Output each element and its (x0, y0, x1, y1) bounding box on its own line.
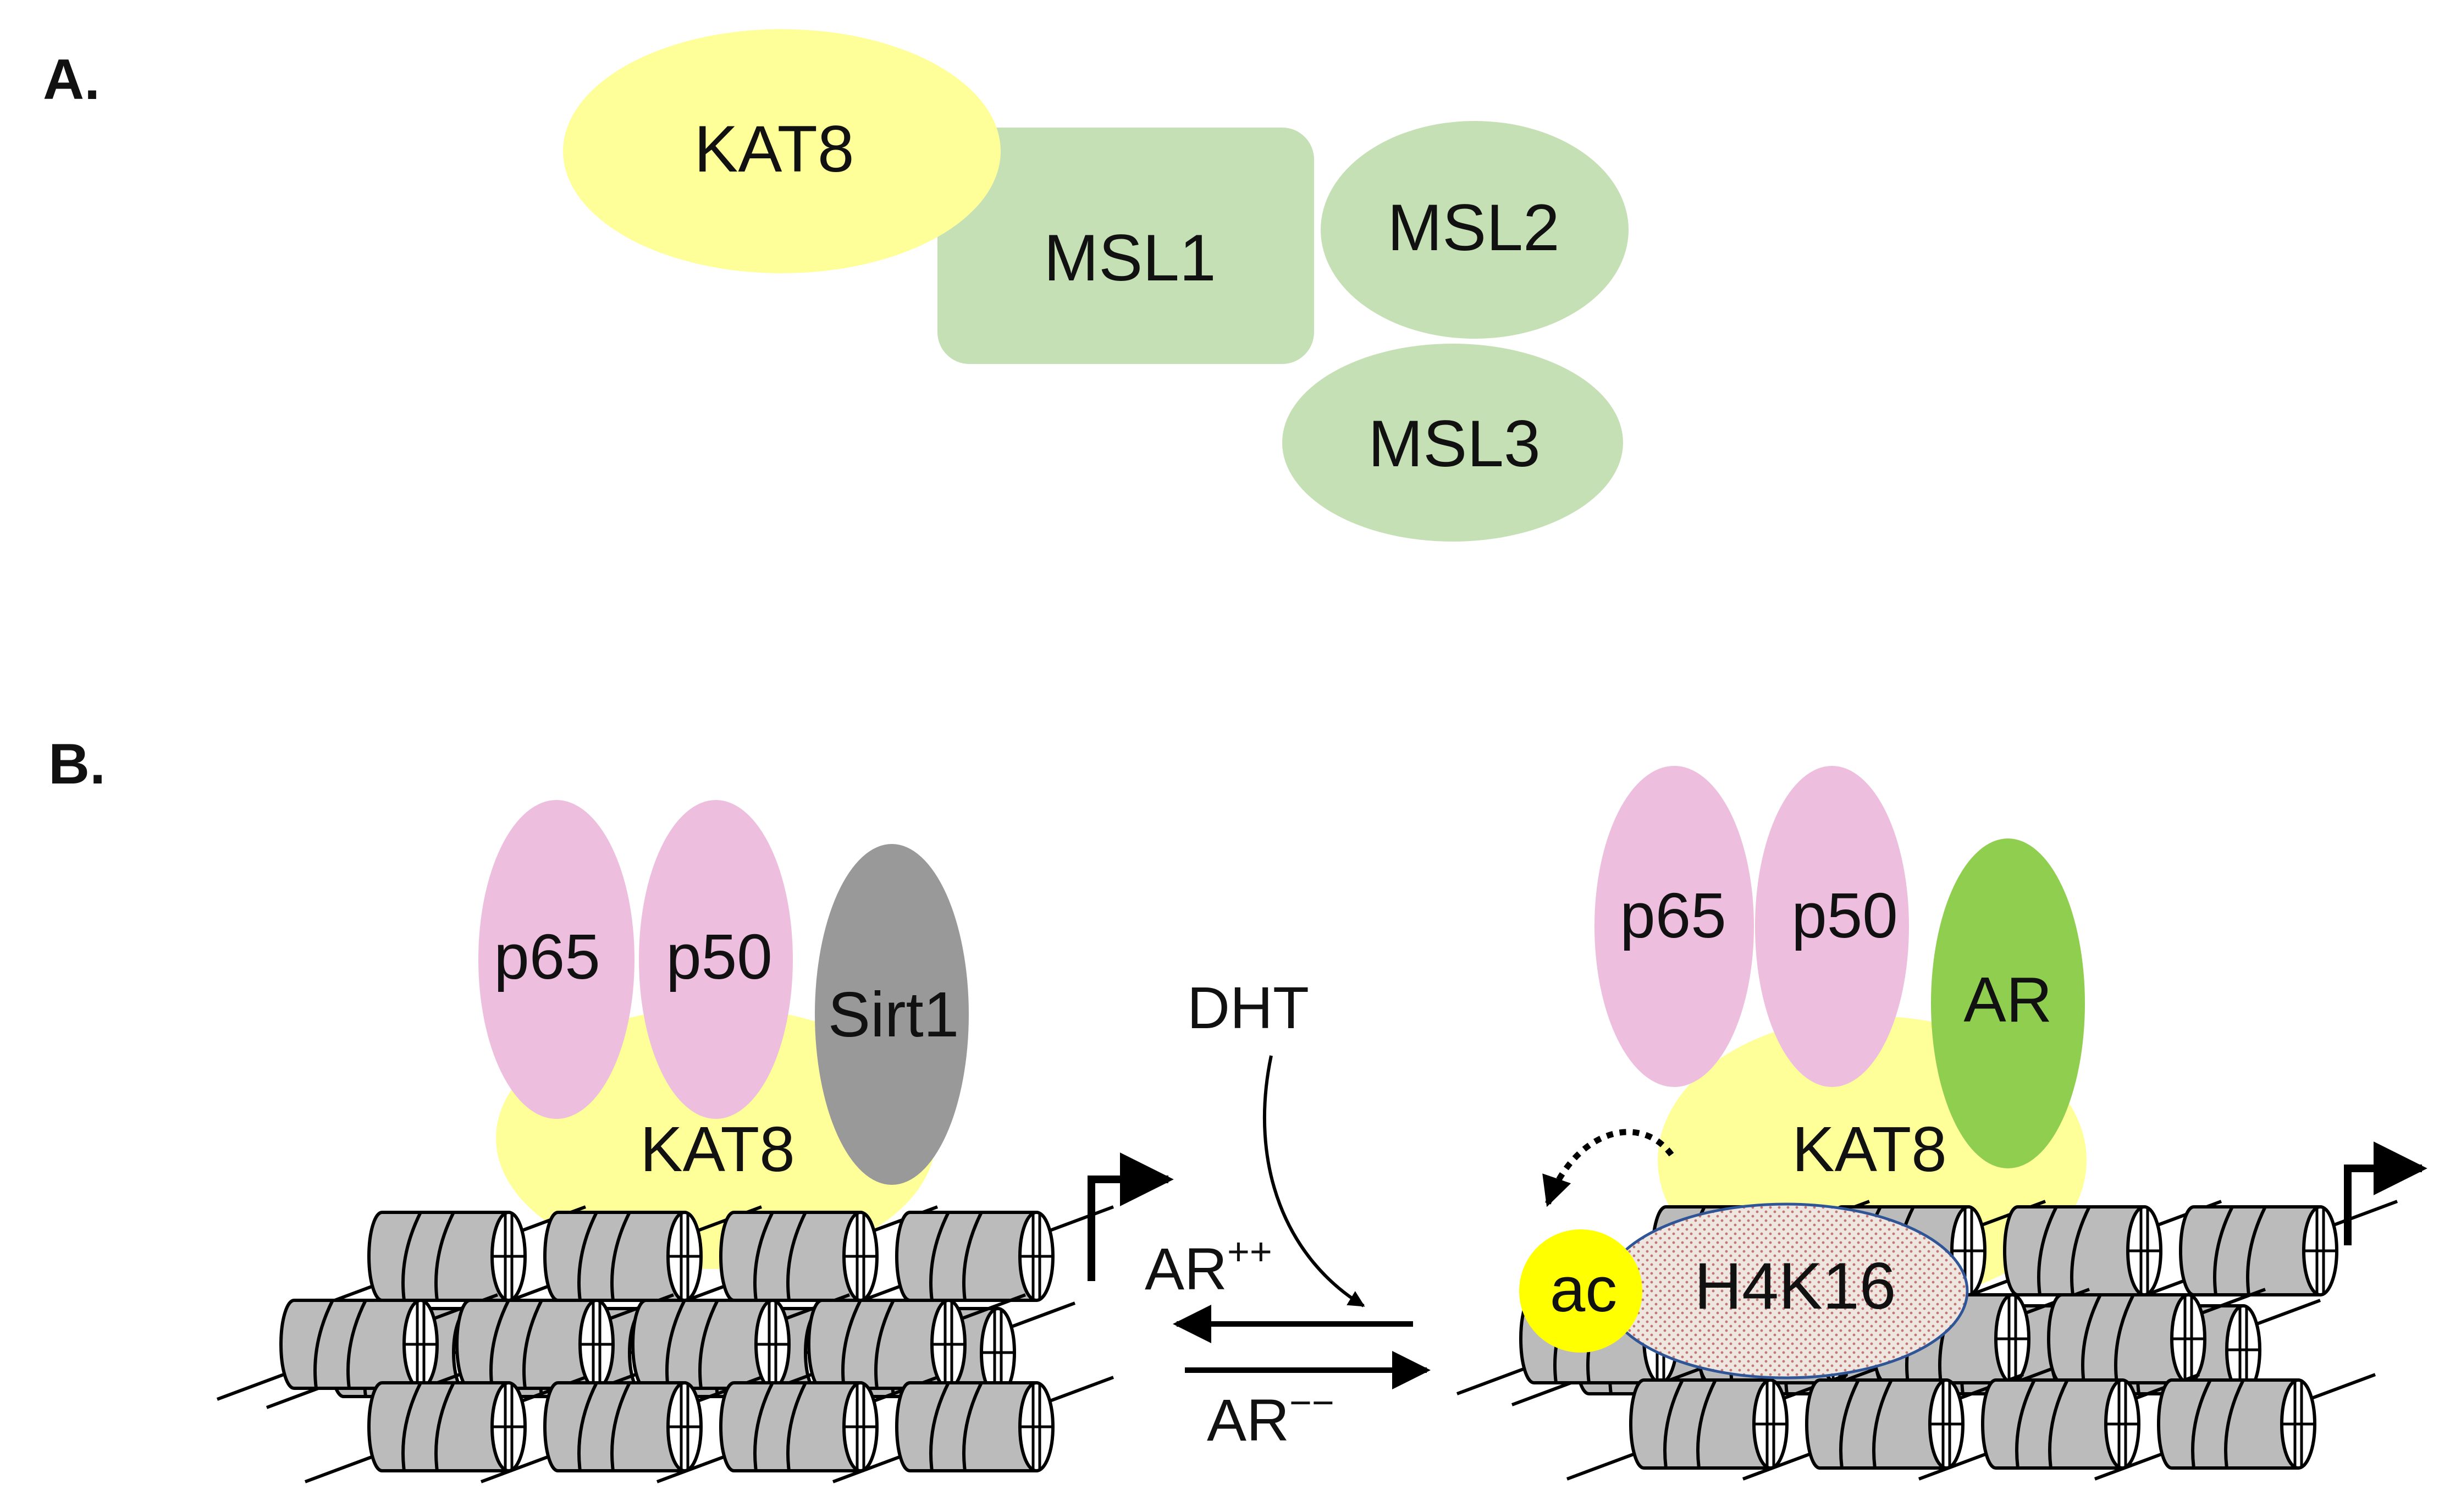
equilibrium-arrows: DHT AR++ AR−− (1145, 974, 1431, 1453)
nucleosome (568, 1293, 851, 1401)
nucleosome (2094, 1373, 2376, 1481)
nucleosome (480, 1205, 763, 1313)
panel-a-letter: A. (43, 48, 100, 112)
msl1-label: MSL1 (1044, 221, 1216, 295)
msl2-shape (1321, 121, 1629, 339)
kat8-oval-a: KAT8 (563, 29, 1001, 273)
nucleosome-array-right (1456, 1200, 2398, 1481)
p50-oval-right: p50 (1755, 766, 1909, 1087)
panel-b: B. KAT8 p65 p50 Sirt1 DHT (48, 732, 2427, 1483)
acetylation-arrow (1542, 1129, 1674, 1207)
sirt1-shape (815, 844, 969, 1185)
ac-label: ac (1550, 1254, 1618, 1325)
nucleosome (480, 1376, 763, 1483)
nucleosome (304, 1205, 587, 1313)
panel-b-letter: B. (48, 732, 106, 796)
sirt1-label: Sirt1 (828, 979, 959, 1050)
panel-a: A. MSL1 MSL3 MSL2 KAT8 (43, 29, 1629, 542)
ar-shape (1931, 838, 2085, 1168)
ac-shape (1519, 1229, 1642, 1353)
ac-circle: ac (1519, 1229, 1642, 1353)
p50-shape-left (639, 800, 793, 1119)
nucleosome (1940, 1200, 2222, 1307)
nucleosome (1984, 1288, 2266, 1395)
msl2-label: MSL2 (1387, 191, 1559, 264)
h4k16-label: H4K16 (1695, 1249, 1896, 1323)
msl1-shape (937, 128, 1314, 364)
p50-label-left: p50 (666, 921, 772, 992)
nucleosome (832, 1376, 1114, 1483)
kat8-shape-a (563, 29, 1001, 273)
p65-oval-right: p65 (1594, 766, 1754, 1087)
left-complex: KAT8 p65 p50 Sirt1 (216, 800, 1174, 1483)
nucleosome (1918, 1373, 2200, 1481)
tss-arrow-right (2344, 1141, 2427, 1245)
kat8-label-right: KAT8 (1792, 1113, 1947, 1185)
p65-label-left: p65 (494, 921, 600, 992)
nucleosome (1808, 1288, 2090, 1395)
p65-shape-left (478, 800, 634, 1119)
p65-oval-left: p65 (478, 800, 634, 1119)
sirt1-oval: Sirt1 (815, 844, 969, 1185)
nucleosome-array-left (216, 1205, 1114, 1483)
msl2-oval: MSL2 (1321, 121, 1629, 339)
ar-plus-label: AR++ (1145, 1230, 1272, 1302)
nucleosome (304, 1376, 587, 1483)
p65-label-right: p65 (1620, 880, 1726, 951)
dht-label: DHT (1187, 974, 1309, 1041)
nucleosome (2116, 1200, 2398, 1307)
msl3-label: MSL3 (1368, 407, 1540, 481)
p50-oval-left: p50 (639, 800, 793, 1119)
msl3-oval: MSL3 (1282, 344, 1623, 542)
kat8-label-a: KAT8 (694, 112, 854, 186)
right-complex: KAT8 p65 p50 AR H4K16 (1456, 766, 2427, 1481)
nucleosome (392, 1293, 675, 1401)
h4k16-marker: H4K16 (1603, 1202, 1969, 1379)
kat8-label-left: KAT8 (640, 1113, 795, 1185)
nucleosome (1742, 1373, 2024, 1481)
msl1-box: MSL1 (937, 128, 1314, 364)
nucleosome (832, 1205, 1114, 1313)
dht-arrow (1262, 1055, 1365, 1307)
tss-arrow-left (1088, 1152, 1174, 1281)
p65-shape-right (1594, 766, 1754, 1087)
ar-oval: AR (1931, 838, 2085, 1168)
ar-minus-label: AR−− (1207, 1381, 1334, 1453)
msl3-shape (1282, 344, 1623, 542)
p50-label-right: p50 (1791, 880, 1898, 951)
ar-label: AR (1963, 964, 2052, 1035)
nucleosome (216, 1293, 499, 1401)
nucleosome (656, 1376, 939, 1483)
p50-shape-right (1755, 766, 1909, 1087)
